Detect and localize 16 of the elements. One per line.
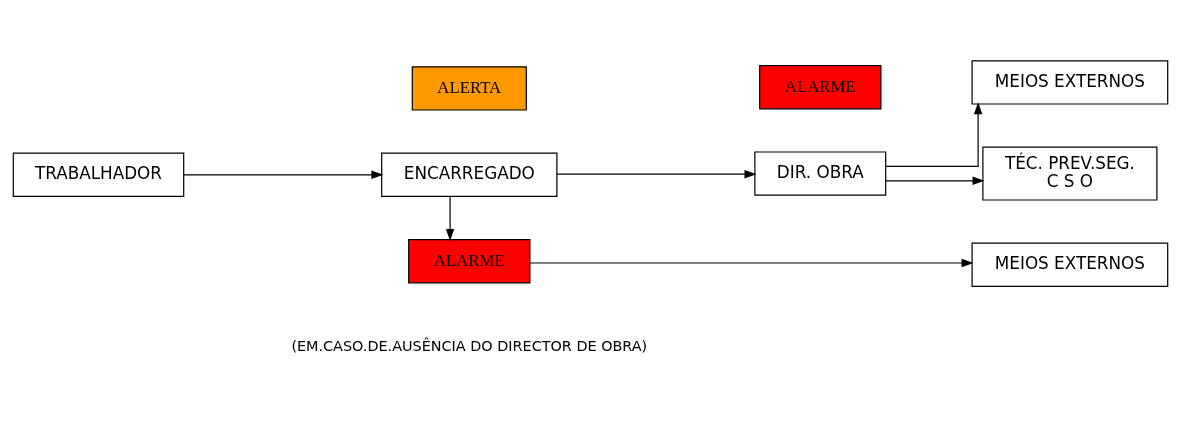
- node-box: DIR. OBRA: [754, 150, 887, 196]
- arrow: [885, 101, 983, 167]
- node-box: ALARME: [759, 64, 882, 109]
- node-box: ALARME: [408, 238, 531, 283]
- arrow: [885, 176, 985, 185]
- arrow: [183, 170, 384, 179]
- arrow: [556, 169, 757, 178]
- arrow: [445, 195, 455, 241]
- node-box: ENCARREGADO: [381, 152, 558, 197]
- arrow: [529, 258, 974, 267]
- node-box: TRABALHADOR: [12, 152, 185, 197]
- node-box: MEIOS EXTERNOS: [971, 59, 1169, 105]
- label: (EM.CASO.DE.AUSÊNCIA DO DIRECTOR DE OBRA): [291, 337, 648, 354]
- node-box: TÉC. PREV.SEG. C S O: [982, 146, 1158, 201]
- node-box: MEIOS EXTERNOS: [971, 242, 1169, 287]
- node-box: ALERTA: [411, 65, 527, 111]
